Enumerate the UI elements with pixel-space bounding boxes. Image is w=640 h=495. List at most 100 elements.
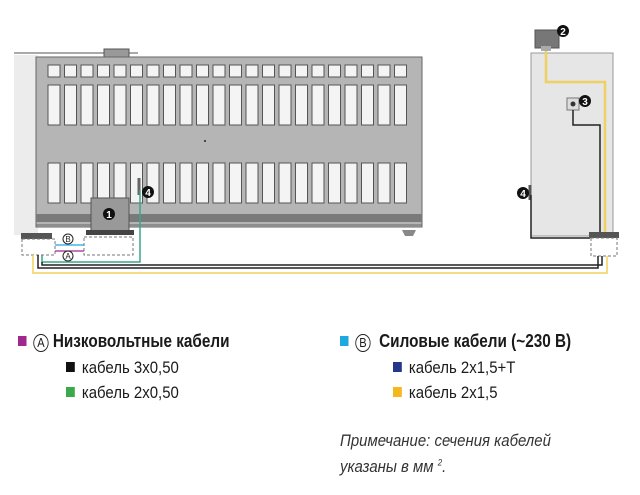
gate-slat	[377, 84, 391, 126]
gate-slat	[196, 64, 209, 78]
gate-slat	[64, 162, 77, 204]
gate-slat	[328, 64, 341, 78]
gate-slat	[64, 84, 77, 126]
title-text: Низковольтные кабели	[52, 331, 230, 351]
legend-item-black: кабель 3x0,50	[66, 358, 179, 378]
gate-slat	[229, 162, 242, 204]
gate-slat	[328, 84, 341, 126]
item-label: кабель 2x1,5+T	[408, 358, 516, 377]
gate-slat	[361, 64, 374, 78]
gate-slat	[196, 84, 209, 126]
cyan-swatch	[340, 336, 349, 346]
gate-slat	[146, 84, 160, 126]
gate-slat	[278, 64, 292, 78]
gate-slat	[196, 162, 209, 204]
gate-slat	[229, 84, 242, 126]
badge-1: 1	[106, 210, 112, 221]
badge-4-right: 4	[520, 189, 526, 200]
gate-slat	[47, 162, 61, 204]
gate-slat	[394, 84, 407, 126]
gate-slat	[344, 162, 358, 204]
gate-slat	[278, 84, 292, 126]
gate-slat	[295, 64, 308, 78]
note-sup: 2	[437, 457, 443, 468]
gate-diagram: 1 2 3 4 4 B A	[14, 25, 619, 274]
badge-2: 2	[560, 27, 566, 38]
gate-slat	[163, 162, 176, 204]
label-b: B	[65, 235, 70, 244]
legend-item-yellow: кабель 2x1,5	[393, 383, 498, 403]
gate-slat	[328, 162, 341, 204]
gate-rail	[36, 214, 422, 222]
gate-slat	[377, 64, 391, 78]
gate-slat	[245, 64, 259, 78]
gate-slat	[394, 64, 407, 78]
gate-slat	[163, 64, 176, 78]
gate-slat	[163, 84, 176, 126]
gate-slat	[377, 162, 391, 204]
gate-slat	[113, 162, 127, 204]
gate-slat	[97, 84, 110, 126]
gate-slat	[344, 64, 358, 78]
item-label: кабель 2x0,50	[81, 383, 179, 402]
gate-slat	[80, 84, 94, 126]
blue-swatch	[393, 362, 402, 372]
gate-wheel	[402, 230, 416, 236]
gate-slat	[311, 64, 325, 78]
gate-slat	[80, 64, 94, 78]
gate-slat	[47, 64, 61, 78]
gate-slat	[80, 162, 94, 204]
label-a: A	[65, 252, 71, 261]
gate-slat	[245, 162, 259, 204]
cable-yellow	[32, 255, 608, 274]
purple-swatch	[18, 336, 27, 346]
note-end: .	[442, 457, 447, 476]
legend-item-green: кабель 2x0,50	[66, 383, 179, 403]
gate-slat	[212, 84, 226, 126]
gate-slat	[344, 84, 358, 126]
legend-power-title: B Силовые кабели (~230 В)	[340, 331, 571, 352]
title-text: Силовые кабели (~230 В)	[379, 331, 572, 351]
gate-slat	[278, 162, 292, 204]
gate-slat	[361, 162, 374, 204]
gate-slat	[179, 162, 193, 204]
gate-slat	[262, 162, 275, 204]
gate-slat	[394, 162, 407, 204]
gate-slat	[113, 84, 127, 126]
green-swatch	[66, 387, 75, 397]
legend-item-blue: кабель 2x1,5+T	[393, 358, 515, 378]
note-line-2: указаны в мм 2.	[340, 457, 446, 477]
gate-slat	[361, 84, 374, 126]
cable-black-keyswitch	[572, 110, 601, 235]
gate-slat	[311, 162, 325, 204]
black-swatch	[66, 362, 75, 372]
gate-slat	[311, 84, 325, 126]
gate-slat	[295, 162, 308, 204]
gate-slat	[245, 84, 259, 126]
gate-slat	[97, 64, 110, 78]
marker-b: B	[355, 334, 371, 352]
gate-slat	[97, 162, 110, 204]
gate-slat	[229, 64, 242, 78]
gate-slat	[179, 64, 193, 78]
flashing-lamp	[534, 29, 560, 49]
gate-slat	[130, 84, 143, 126]
cable-green	[41, 190, 141, 263]
gate-slat	[179, 84, 193, 126]
gate-slat	[262, 84, 275, 126]
badge-4-left: 4	[145, 188, 151, 199]
item-label: кабель 2x1,5	[408, 383, 498, 402]
badge-3: 3	[582, 97, 588, 108]
gate-slat	[262, 64, 275, 78]
gate-slat	[47, 84, 61, 126]
gate-slat	[295, 84, 308, 126]
gate-slat	[212, 162, 226, 204]
gate-slats	[47, 64, 407, 204]
cable-yellow-lamp	[544, 51, 607, 235]
gate-slat	[64, 64, 77, 78]
note-line-1: Примечание: сечения кабелей	[340, 431, 551, 450]
gate-slat	[113, 64, 127, 78]
gate-slat	[212, 64, 226, 78]
